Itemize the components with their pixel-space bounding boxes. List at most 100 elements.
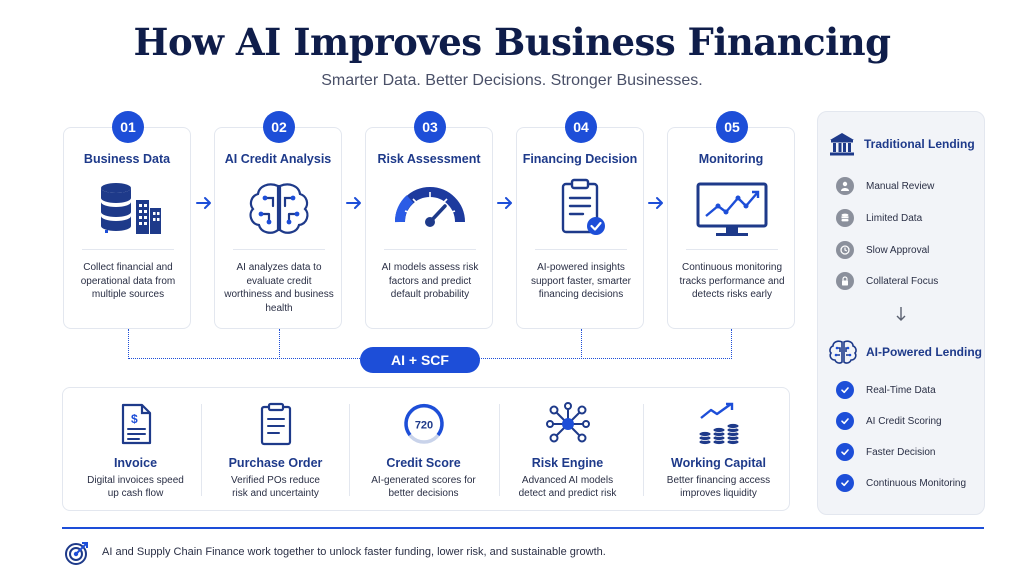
- arrow-right-icon: [648, 197, 663, 209]
- divider: [643, 404, 644, 496]
- check-icon: [836, 381, 854, 399]
- feature-purchase-order: Purchase Order Verified POs reduce risk …: [203, 388, 348, 512]
- step-number-1: 01: [112, 111, 144, 143]
- step-title: Business Data: [83, 152, 171, 166]
- clock-icon: [836, 241, 854, 259]
- ai-lending-header: AI-Powered Lending: [828, 337, 982, 367]
- side-item-label: Limited Data: [866, 212, 923, 224]
- step-description: Continuous monitoring tracks performance…: [679, 262, 785, 300]
- traditional-item: Collateral Focus: [836, 271, 986, 291]
- connector-line: [731, 329, 732, 359]
- divider: [499, 404, 500, 496]
- ai-scf-badge: AI + SCF: [360, 347, 480, 373]
- step-divider: [686, 249, 778, 250]
- side-item-label: Slow Approval: [866, 244, 930, 256]
- feature-description: Advanced AI models detect and predict ri…: [518, 475, 617, 499]
- svg-text:$: $: [131, 412, 138, 426]
- gauge-icon: [395, 187, 465, 227]
- footer-text: AI and Supply Chain Finance work togethe…: [102, 546, 606, 558]
- ai-lending-title: AI-Powered Lending: [866, 345, 983, 359]
- arrow-right-icon: [346, 197, 361, 209]
- ai-item: Continuous Monitoring: [836, 473, 986, 493]
- arrow-right-icon: [196, 197, 211, 209]
- step-card-monitoring: Monitoring Continuous monitoring tracks …: [667, 127, 795, 329]
- brain-circuit-icon: [249, 183, 309, 234]
- step-number-4: 04: [565, 111, 597, 143]
- check-icon: [836, 443, 854, 461]
- database-building-icon: [101, 183, 161, 234]
- step-description: AI-powered insights support faster, smar…: [530, 262, 632, 300]
- connector-line: [581, 329, 582, 359]
- step-number-3: 03: [414, 111, 446, 143]
- feature-title: Purchase Order: [228, 456, 323, 470]
- features-panel: $ Invoice Digital invoices speed up cash…: [62, 387, 790, 511]
- feature-description: Digital invoices speed up cash flow: [87, 475, 184, 499]
- person-icon: [836, 177, 854, 195]
- step-card-business-data: Business Data Collect financial and oper…: [63, 127, 191, 329]
- step-number-2: 02: [263, 111, 295, 143]
- lending-comparison-panel: Traditional Lending Manual Review Limite…: [817, 111, 985, 515]
- arrow-right-icon: [497, 197, 512, 209]
- target-icon: [65, 542, 88, 565]
- divider: [201, 404, 202, 496]
- feature-title: Risk Engine: [531, 456, 604, 470]
- feature-description: Verified POs reduce risk and uncertainty: [231, 475, 320, 499]
- step-card-ai-credit-analysis: AI Credit Analysis AI analyzes data to e…: [214, 127, 342, 329]
- feature-title: Invoice: [113, 456, 158, 470]
- divider: [349, 404, 350, 496]
- traditional-lending-title: Traditional Lending: [864, 137, 975, 151]
- feature-invoice: $ Invoice Digital invoices speed up cash…: [63, 388, 208, 512]
- lock-icon: [836, 272, 854, 290]
- brain-icon: [829, 340, 857, 364]
- step-divider: [535, 249, 627, 250]
- feature-working-capital: Working Capital Better financing access …: [646, 388, 791, 512]
- side-item-label: Faster Decision: [866, 446, 936, 458]
- step-description: Collect financial and operational data f…: [80, 262, 176, 300]
- traditional-lending-header: Traditional Lending: [828, 129, 982, 159]
- check-icon: [836, 474, 854, 492]
- step-divider: [82, 249, 174, 250]
- database-icon: [836, 209, 854, 227]
- step-description: AI analyzes data to evaluate credit wort…: [224, 262, 334, 314]
- step-divider: [384, 249, 476, 250]
- arrow-down-icon: [896, 307, 906, 321]
- credit-score-value: 720: [414, 420, 432, 432]
- bank-icon: [830, 133, 854, 156]
- side-item-label: Real-Time Data: [866, 384, 936, 396]
- network-nodes-icon: [545, 402, 590, 443]
- step-description: AI models assess risk factors and predic…: [381, 262, 479, 300]
- step-card-financing-decision: Financing Decision AI-powered insights s…: [516, 127, 644, 329]
- side-item-label: Collateral Focus: [866, 275, 939, 287]
- feature-description: Better financing access improves liquidi…: [666, 475, 771, 499]
- feature-description: AI-generated scores for better decisions: [371, 475, 476, 499]
- traditional-item: Limited Data: [836, 208, 986, 228]
- traditional-item: Manual Review: [836, 176, 986, 196]
- ai-item: Real-Time Data: [836, 380, 986, 400]
- purchase-order-icon: [260, 402, 291, 446]
- connector-line: [128, 329, 129, 359]
- ai-item: Faster Decision: [836, 442, 986, 462]
- coins-growth-icon: [698, 402, 739, 445]
- step-title: Financing Decision: [522, 152, 638, 166]
- invoice-icon: $: [121, 403, 151, 445]
- step-title: AI Credit Analysis: [224, 152, 332, 166]
- step-title: Risk Assessment: [377, 152, 481, 166]
- traditional-item: Slow Approval: [836, 240, 986, 260]
- step-card-risk-assessment: Risk Assessment AI models assess risk fa…: [365, 127, 493, 329]
- connector-line: [279, 329, 280, 359]
- side-item-label: Manual Review: [866, 180, 935, 192]
- feature-credit-score: 720 Credit Score AI-generated scores for…: [351, 388, 496, 512]
- feature-title: Working Capital: [671, 456, 766, 470]
- page-title: How AI Improves Business Financing: [133, 20, 891, 64]
- clipboard-check-icon: [561, 178, 605, 235]
- step-number-5: 05: [716, 111, 748, 143]
- side-item-label: Continuous Monitoring: [866, 477, 967, 489]
- side-item-label: AI Credit Scoring: [866, 415, 942, 427]
- page-subtitle: Smarter Data. Better Decisions. Stronger…: [321, 72, 703, 89]
- credit-score-gauge-icon: 720: [403, 404, 444, 444]
- footer-divider: [62, 527, 984, 529]
- monitor-chart-icon: [696, 182, 768, 236]
- step-title: Monitoring: [698, 152, 764, 166]
- step-divider: [233, 249, 325, 250]
- check-icon: [836, 412, 854, 430]
